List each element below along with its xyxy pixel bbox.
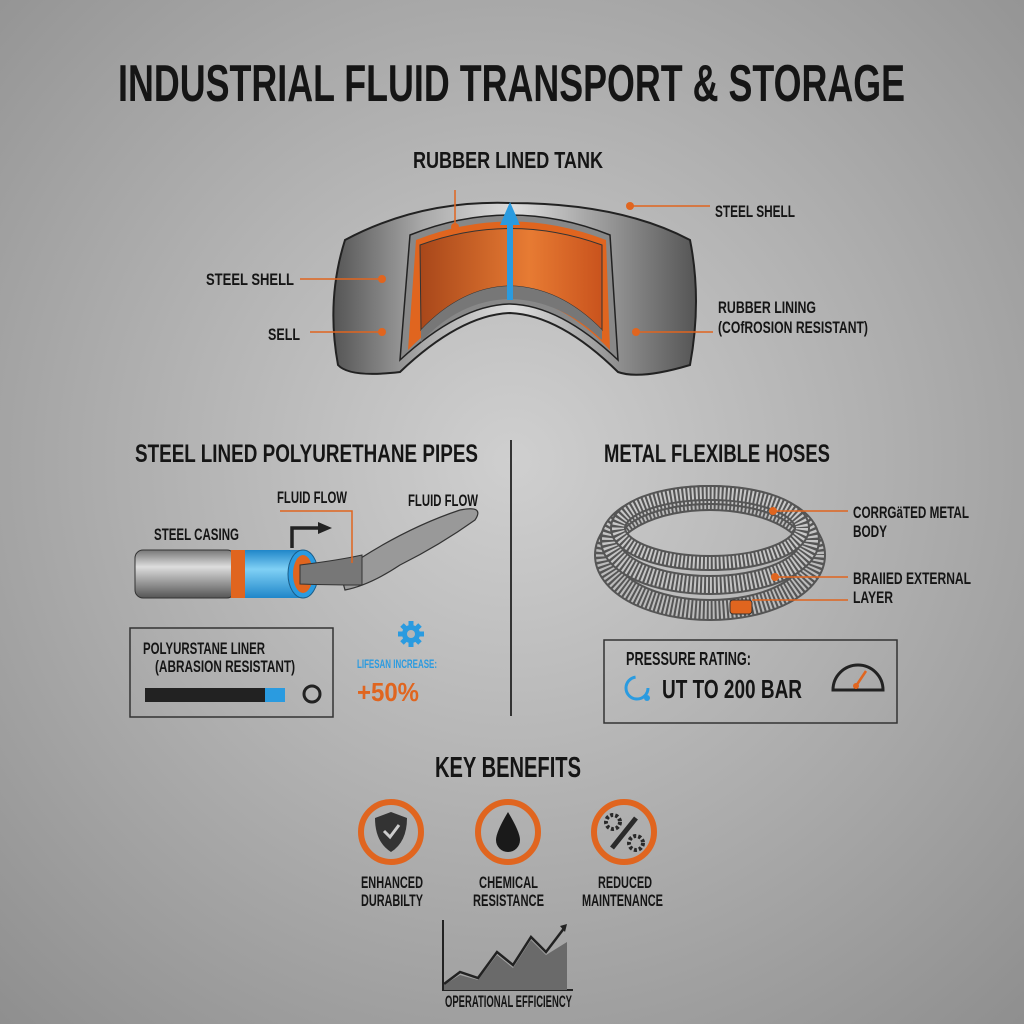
- label-corrugated-body: CORRGäTED METAL: [853, 503, 969, 522]
- benefit-label: RESISTANCE: [473, 891, 544, 910]
- label-fluid-flow-1: FLUID FLOW: [277, 488, 348, 507]
- pressure-box: [603, 639, 898, 724]
- hoses-section: METAL FLEXIBLE HOSES CORRGäTED METAL BOD…: [594, 440, 971, 724]
- tank-heading: RUBBER LINED TANK: [413, 147, 603, 173]
- label-braided-layer-2: LAYER: [853, 588, 893, 607]
- label-rubber-lining: RUBBER LINING: [718, 298, 816, 317]
- benefit-chemical: CHEMICAL RESISTANCE: [473, 799, 544, 910]
- hoses-heading: METAL FLEXIBLE HOSES: [604, 440, 830, 468]
- shield-check-icon: [375, 812, 407, 852]
- droplet-icon: [496, 812, 520, 852]
- page-title: INDUSTRIAL FLUID TRANSPORT & STORAGE: [118, 55, 905, 113]
- rotate-icon: [302, 684, 322, 704]
- gauge-icon: [831, 663, 885, 692]
- pressure-value: UT TO 200 BAR: [662, 674, 802, 704]
- liner-box: [129, 627, 334, 718]
- hose-coil: [594, 485, 826, 621]
- liner-label: POLYURSTANE LINER: [143, 639, 265, 658]
- pressure-label: PRESSURE RATING:: [626, 649, 751, 669]
- label-sell: SELL: [268, 325, 300, 344]
- pipes-heading: STEEL LINED POLYURETHANE PIPES: [135, 440, 478, 468]
- rotate-icon: [624, 675, 650, 701]
- rubber-lined-tank-diagram: RUBBER LINED TANK STEEL SHELL STEEL SHEL…: [206, 147, 868, 376]
- wrench-gears-icon: [604, 813, 645, 852]
- benefit-label: MAINTENANCE: [582, 891, 663, 910]
- benefit-label: CHEMICAL: [479, 873, 538, 892]
- benefits-heading: KEY BENEFITS: [435, 752, 581, 784]
- benefit-durability: ENHANCED DURABILTY: [358, 799, 424, 910]
- key-benefits: KEY BENEFITS ENHANCED DURABILTY CHEMICAL…: [358, 752, 663, 1011]
- liner-sublabel: (ABRASION RESISTANT): [155, 657, 295, 676]
- efficiency-label: OPERATIONAL EFFICIENCY: [445, 992, 572, 1011]
- flow-arrow-icon: [290, 526, 320, 548]
- label-braided-layer: BRAIIED EXTERNAL: [853, 569, 971, 588]
- label-fluid-flow-2: FLUID FLOW: [408, 491, 479, 510]
- benefit-label: REDUCED: [598, 873, 652, 892]
- label-corrugated-body-2: BODY: [853, 522, 887, 541]
- liner-bar: [145, 688, 265, 702]
- label-corrosion-resistant: (COfROSION RESISTANT): [718, 318, 868, 337]
- benefit-maintenance: REDUCED MAINTENANCE: [582, 799, 663, 910]
- hose-fitting: [729, 599, 753, 615]
- label-steel-casing: STEEL CASING: [154, 525, 239, 544]
- lifespan-label: LIFESAN INCREASE:: [357, 657, 437, 671]
- benefit-label: ENHANCED: [361, 873, 423, 892]
- lifespan-value: +50%: [357, 677, 419, 707]
- benefit-label: DURABILTY: [361, 891, 423, 910]
- pipes-section: STEEL LINED POLYURETHANE PIPES FLUID FLO…: [129, 440, 479, 718]
- label-steel-shell-left: STEEL SHELL: [206, 270, 294, 289]
- gear-icon: [398, 621, 424, 647]
- efficiency-chart-icon: [442, 920, 573, 991]
- label-steel-shell-right: STEEL SHELL: [715, 202, 795, 221]
- arrow-up-icon: [500, 202, 520, 225]
